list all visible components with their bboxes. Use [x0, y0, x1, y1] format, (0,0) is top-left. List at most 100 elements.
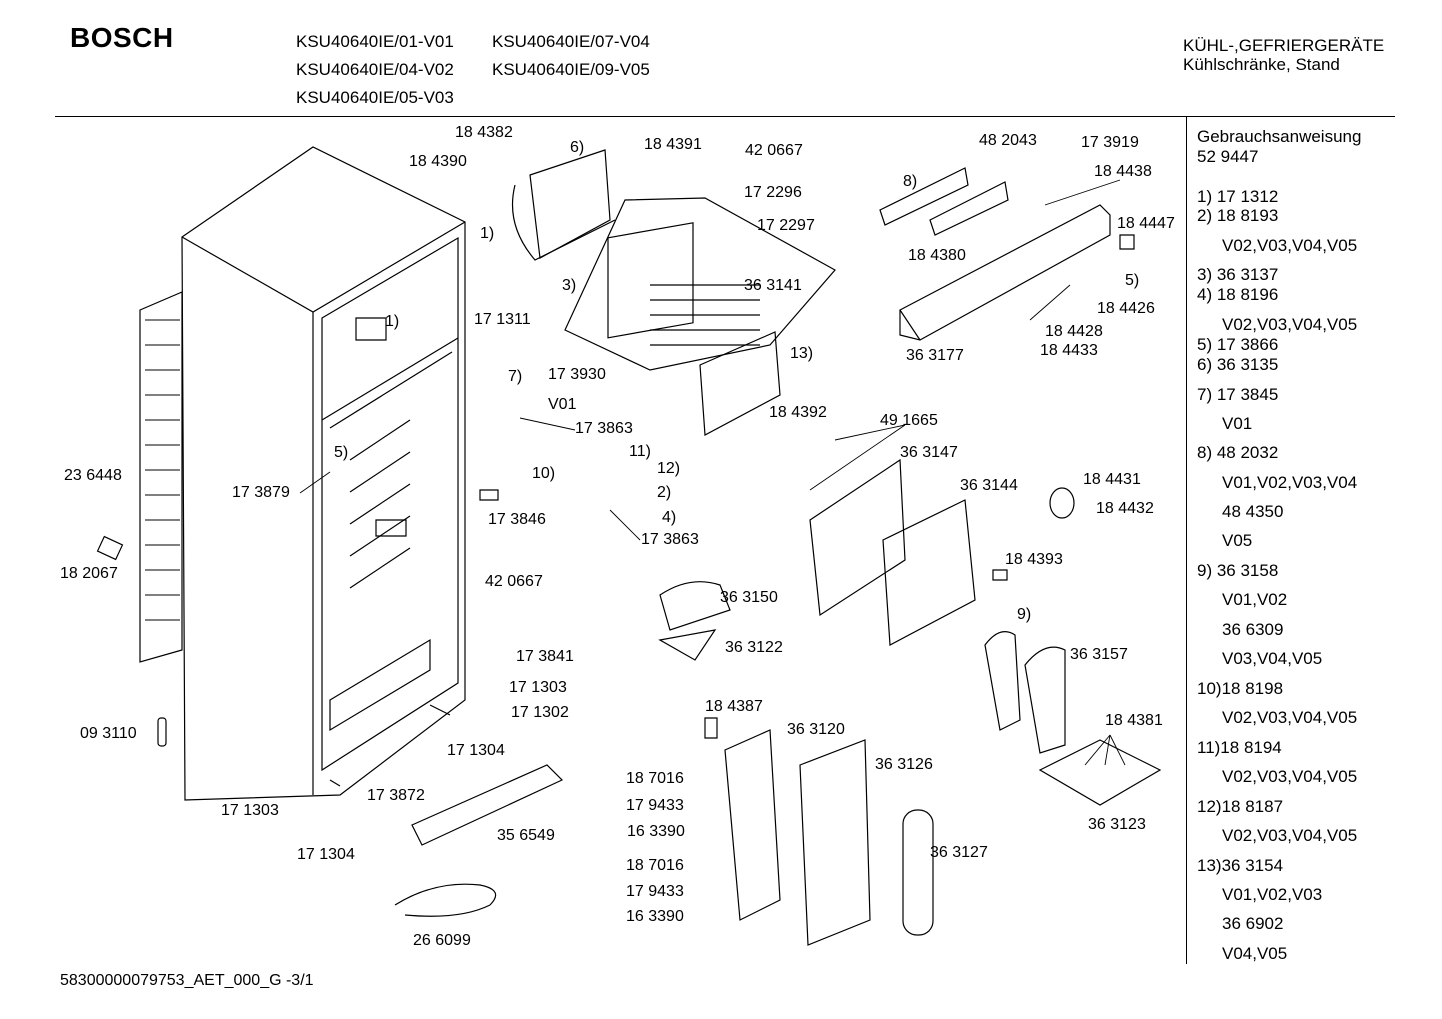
- part-label: 18 2067: [60, 565, 118, 582]
- part-label: 49 1665: [880, 412, 938, 429]
- parts-list-item: 9) 36 3158: [1197, 561, 1279, 580]
- part-label: 18 4392: [769, 404, 827, 421]
- document-id: 58300000079753_AET_000_G -3/1: [60, 972, 314, 989]
- header-divider: [55, 116, 1395, 117]
- parts-list-item: 3) 36 3137: [1197, 265, 1279, 284]
- part-label: 5): [1125, 272, 1140, 289]
- part-label: 18 4431: [1083, 471, 1141, 488]
- parts-list-item: 6) 36 3135: [1197, 355, 1279, 374]
- part-label: 10): [532, 465, 556, 482]
- part-label: 09 3110: [80, 725, 137, 742]
- bin-drawing: [660, 582, 730, 630]
- part-label: 18 4380: [908, 247, 966, 264]
- parts-list-item: V02,V03,V04,V05: [1222, 315, 1358, 334]
- parts-list-item: 13)36 3154: [1197, 856, 1284, 875]
- parts-list-item: V01: [1222, 414, 1253, 433]
- panel-drawing: [883, 500, 975, 645]
- part-label: 42 0667: [485, 573, 543, 590]
- tray-drawing: [412, 765, 562, 845]
- part-label: 17 1304: [447, 742, 505, 759]
- part-label: 18 4426: [1097, 300, 1155, 317]
- part-label: 1): [480, 225, 495, 242]
- part-label: 17 3930: [548, 366, 606, 383]
- part-label: 18 4390: [409, 153, 467, 170]
- part-label: 36 3157: [1070, 646, 1128, 663]
- part-label: 17 1303: [509, 679, 567, 696]
- part-label: 17 2296: [744, 184, 802, 201]
- manual-number: 52 9447: [1197, 147, 1259, 166]
- model-number: KSU40640IE/07-V04: [492, 32, 650, 51]
- part-label: 13): [790, 345, 814, 362]
- part-label: 36 3177: [906, 347, 964, 364]
- evaporator-drawing: [565, 198, 835, 370]
- brand-logo: BOSCH: [70, 22, 174, 53]
- part-label: 3): [562, 277, 577, 294]
- part-label: 36 3120: [787, 721, 845, 738]
- model-number: KSU40640IE/05-V03: [296, 88, 454, 107]
- small-parts-drawing: [98, 235, 1134, 746]
- category-subtitle: Kühlschränke, Stand: [1183, 55, 1340, 74]
- category-title: KÜHL-,GEFRIERGERÄTE: [1183, 36, 1385, 55]
- parts-list-item: V05: [1222, 531, 1253, 550]
- part-label: 2): [657, 484, 672, 501]
- control-housing-drawing: [880, 168, 1110, 340]
- part-label: 12): [657, 460, 681, 477]
- door-liner-drawing: [725, 730, 780, 920]
- part-label: 16 3390: [627, 823, 685, 840]
- parts-list-item: V04,V05: [1222, 944, 1288, 963]
- part-label: 7): [508, 368, 523, 385]
- model-number: KSU40640IE/09-V05: [492, 60, 650, 79]
- parts-list-item: V02,V03,V04,V05: [1222, 826, 1358, 845]
- part-label: 18 4433: [1040, 342, 1098, 359]
- parts-list-item: 36 6902: [1222, 914, 1284, 933]
- parts-list-item: 10)18 8198: [1197, 679, 1284, 698]
- part-label: 17 1311: [474, 311, 531, 328]
- part-label: 36 3122: [725, 639, 783, 656]
- part-label: 17 1303: [221, 802, 279, 819]
- door-liner-drawing: [800, 740, 870, 945]
- parts-list-item: V01,V02,V03,V04: [1222, 473, 1358, 492]
- part-label: 26 6099: [413, 932, 471, 949]
- part-label: 18 4393: [1005, 551, 1063, 568]
- panel-drawing: [810, 460, 905, 615]
- part-label: 18 4381: [1105, 712, 1163, 729]
- parts-list-item: 7) 17 3845: [1197, 385, 1279, 404]
- part-label: 36 3126: [875, 756, 933, 773]
- parts-list-item: 5) 17 3866: [1197, 335, 1279, 354]
- part-label: 17 9433: [626, 883, 684, 900]
- parts-list-item: 11)18 8194: [1197, 738, 1282, 757]
- part-label: 36 3147: [900, 444, 958, 461]
- part-label: 4): [662, 509, 677, 526]
- part-label: 5): [334, 444, 349, 461]
- part-label: 16 3390: [626, 908, 684, 925]
- part-label: 42 0667: [745, 142, 803, 159]
- part-label: 17 9433: [626, 797, 684, 814]
- parts-list-item: 2) 18 8193: [1197, 206, 1279, 225]
- part-label: 18 4438: [1094, 163, 1152, 180]
- cassette-drawing: [513, 150, 616, 260]
- part-label: 18 7016: [626, 857, 684, 874]
- parts-list-item: 8) 48 2032: [1197, 443, 1279, 462]
- shelf-drawing: [1025, 647, 1065, 753]
- parts-list-item: V03,V04,V05: [1222, 649, 1323, 668]
- part-label: 17 3841: [516, 648, 574, 665]
- cover-plate-drawing: [700, 332, 780, 435]
- part-label: 17 2297: [757, 217, 815, 234]
- part-label: 17 1302: [511, 704, 569, 721]
- part-label: 17 3863: [641, 531, 699, 548]
- part-label: 9): [1017, 606, 1032, 623]
- part-label: 35 6549: [497, 827, 555, 844]
- part-label: 8): [903, 173, 918, 190]
- parts-list-item: 36 6309: [1222, 620, 1284, 639]
- part-label: 17 3879: [232, 484, 290, 501]
- part-label: 17 1304: [297, 846, 355, 863]
- door-liner-drawing: [903, 810, 933, 935]
- part-label: 17 3863: [575, 420, 633, 437]
- part-label: 6): [570, 139, 585, 156]
- model-number: KSU40640IE/01-V01: [296, 32, 454, 51]
- part-label: 1): [385, 313, 400, 330]
- parts-list-item: V01,V02,V03: [1222, 885, 1323, 904]
- cabinet-drawing: [140, 147, 465, 800]
- part-label: 36 3144: [960, 477, 1018, 494]
